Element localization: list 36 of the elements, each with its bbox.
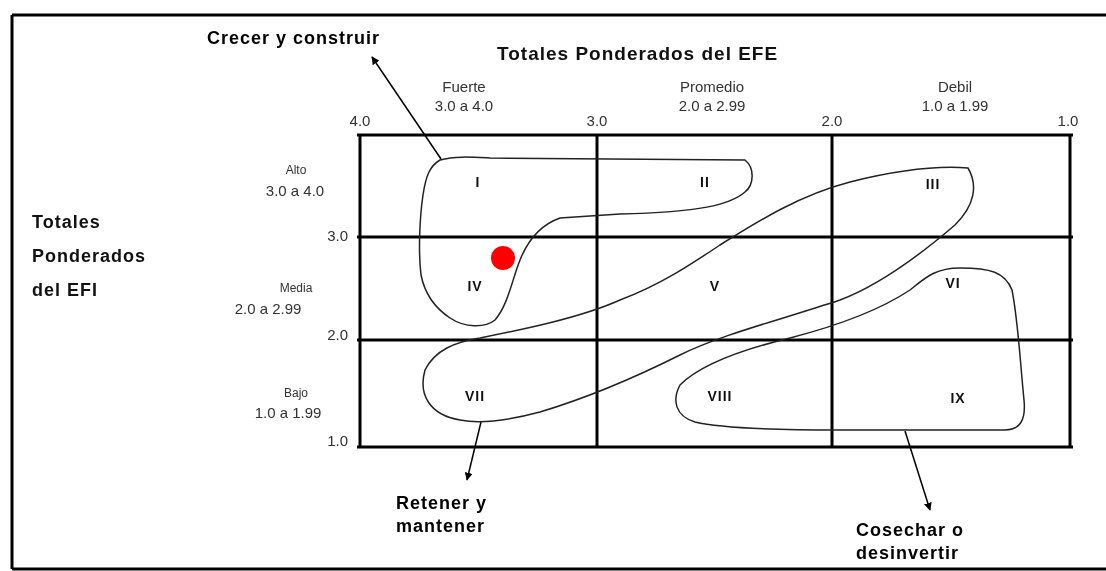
tick-label: 1.0 <box>1057 113 1079 130</box>
quadrant-number: I <box>475 175 481 191</box>
column-range: 1.0 a 1.99 <box>921 98 989 115</box>
arrow <box>904 430 932 511</box>
quadrant-number: VII <box>464 389 486 405</box>
column-range: 3.0 a 4.0 <box>434 98 494 115</box>
quadrant-number: IX <box>950 391 966 407</box>
row-range: 2.0 a 2.99 <box>234 301 302 318</box>
row-header: Media <box>279 282 313 296</box>
strategy-label: Crecer y construir <box>207 27 467 51</box>
quadrant-number: III <box>925 177 941 193</box>
strategy-label: Retener y mantener <box>396 492 546 539</box>
tick-label: 3.0 <box>586 113 608 130</box>
tick-label: 4.0 <box>349 113 371 130</box>
quadrant-number: VIII <box>707 389 733 405</box>
tick-label: 2.0 <box>821 113 843 130</box>
column-range: 2.0 a 2.99 <box>678 98 746 115</box>
row-header: Alto <box>285 164 307 178</box>
row-header: Bajo <box>284 387 308 401</box>
quadrant-number: II <box>700 175 710 191</box>
column-header: Fuerte <box>442 79 486 96</box>
column-header: Debil <box>937 79 973 96</box>
column-header: Promedio <box>679 79 745 96</box>
arrow <box>371 56 442 160</box>
axis-title: Totales Ponderados del EFI <box>32 211 148 302</box>
tick-label: 1.0 <box>327 433 348 450</box>
row-range: 1.0 a 1.99 <box>254 405 322 422</box>
strategy-label: Cosechar o desinvertir <box>856 519 1026 566</box>
quadrant-number: V <box>709 279 721 295</box>
quadrant-number: IV <box>467 279 483 295</box>
arrow <box>464 421 482 481</box>
axis-title: Totales Ponderados del EFE <box>497 44 779 65</box>
quadrant-number: VI <box>945 276 961 292</box>
tick-label: 3.0 <box>327 228 348 245</box>
tick-label: 2.0 <box>327 327 348 344</box>
row-range: 3.0 a 4.0 <box>265 183 325 200</box>
